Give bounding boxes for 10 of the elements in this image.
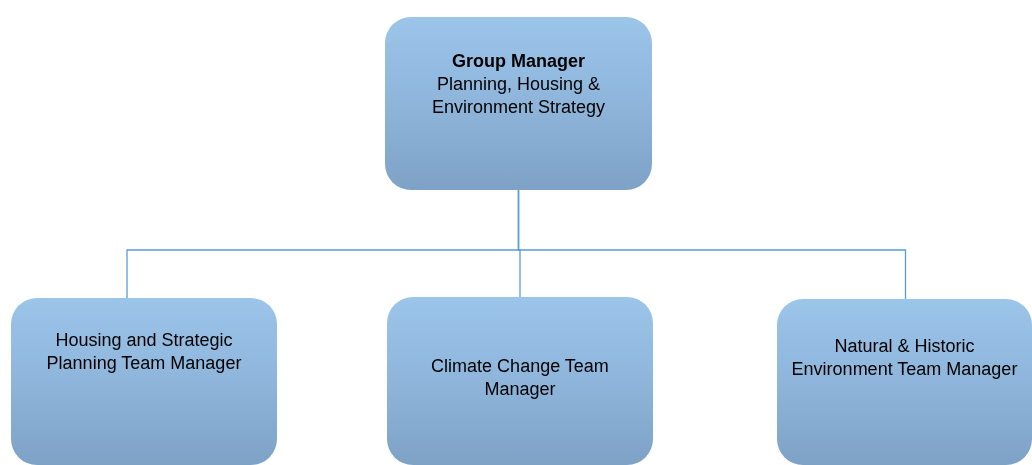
role-box bbox=[387, 297, 653, 465]
role-description: Climate Change Team Manager bbox=[430, 355, 610, 401]
role-box bbox=[385, 17, 652, 190]
role-description: Natural & Historic Environment Team Manager bbox=[791, 335, 1018, 381]
role-description: Planning, Housing & Environment Strategy bbox=[430, 73, 607, 119]
role-box bbox=[11, 298, 277, 465]
role-title: Group Manager bbox=[452, 50, 585, 73]
connector-line bbox=[517, 189, 907, 300]
role-box bbox=[777, 299, 1032, 465]
role-description: Housing and Strategic Planning Team Manager bbox=[45, 329, 243, 375]
